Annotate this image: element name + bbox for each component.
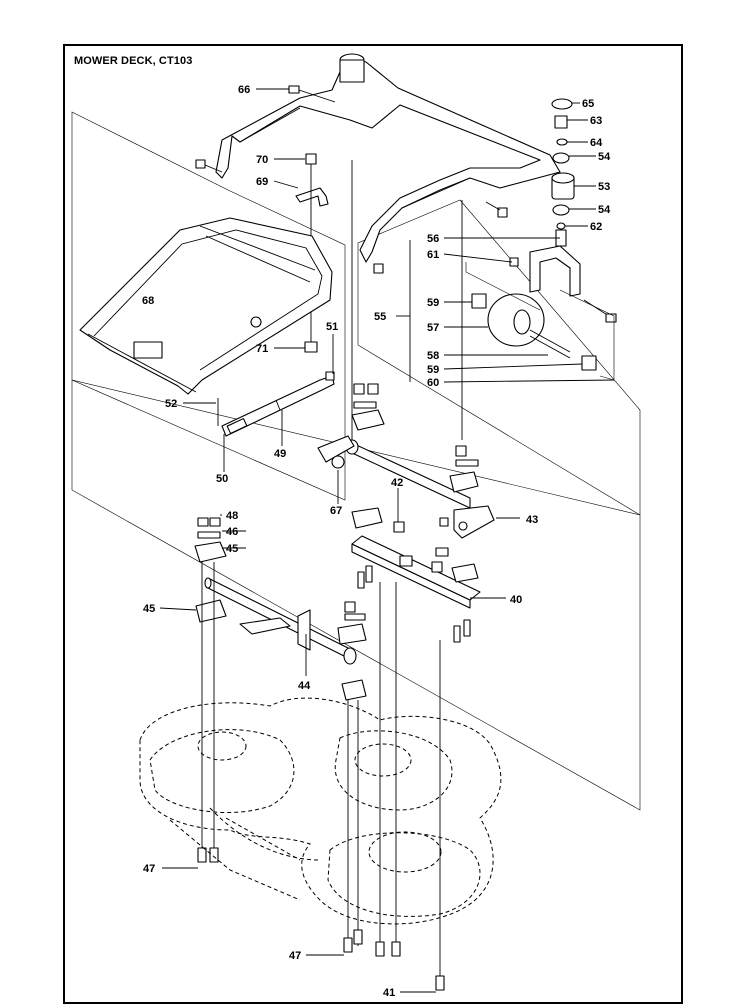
callout-42: 42 <box>391 477 403 489</box>
mower-deck-dashed <box>139 697 502 925</box>
callout-57: 57 <box>427 322 439 334</box>
callout-58: 58 <box>427 350 439 362</box>
callout-63: 63 <box>590 115 602 127</box>
leader-lines <box>159 88 615 993</box>
callout-48: 48 <box>226 510 238 522</box>
callout-54-upper: 54 <box>598 151 611 163</box>
mounting-bolts <box>197 160 471 991</box>
callout-49: 49 <box>274 448 286 460</box>
callout-47-bottom: 47 <box>289 950 301 962</box>
callout-61: 61 <box>427 249 439 261</box>
gauge-wheel-assembly <box>465 98 617 381</box>
callout-68: 68 <box>142 295 154 307</box>
callout-65: 65 <box>582 98 594 110</box>
callout-70: 70 <box>256 154 268 166</box>
callout-45-lower: 45 <box>143 603 155 615</box>
front-axle-44 <box>204 577 357 665</box>
callout-43: 43 <box>526 514 538 526</box>
bolt-66-icon <box>288 85 336 103</box>
callout-52: 52 <box>165 398 177 410</box>
callout-69: 69 <box>256 176 268 188</box>
deck-frame-68 <box>79 217 333 395</box>
callout-53: 53 <box>598 181 610 193</box>
callout-60: 60 <box>427 377 439 389</box>
diagram-title: MOWER DECK, CT103 <box>74 55 193 67</box>
callout-67: 67 <box>330 505 342 517</box>
pivot-blocks <box>194 383 479 701</box>
callout-51: 51 <box>326 321 338 333</box>
bolt-left-arm-icon <box>195 159 223 173</box>
callout-56: 56 <box>427 233 439 245</box>
callout-64: 64 <box>590 137 603 149</box>
callout-40: 40 <box>510 594 522 606</box>
right-assembly-plane <box>357 199 641 516</box>
callout-44: 44 <box>298 680 311 692</box>
callout-59-upper: 59 <box>427 297 439 309</box>
bolt-right-arm-icon <box>373 201 508 274</box>
diagram-frame <box>63 44 683 1004</box>
rear-axle-43 <box>317 435 495 539</box>
callout-41: 41 <box>383 987 395 999</box>
callout-labels: 66 70 69 68 71 51 52 49 50 67 42 43 48 4… <box>142 84 611 999</box>
callout-50: 50 <box>216 473 228 485</box>
callout-45-upper: 45 <box>226 543 238 555</box>
adjust-rod-49 <box>217 371 335 437</box>
callout-55: 55 <box>374 311 386 323</box>
bracket-40 <box>351 535 481 609</box>
callout-62: 62 <box>590 221 602 233</box>
callout-46: 46 <box>226 526 238 538</box>
callout-54-lower: 54 <box>598 204 611 216</box>
left-lower-plane <box>71 379 641 811</box>
callout-71: 71 <box>256 343 268 355</box>
callout-47-left: 47 <box>143 863 155 875</box>
callout-59-lower: 59 <box>427 364 439 376</box>
left-assembly-plane <box>71 111 346 501</box>
lift-arm-assembly <box>215 53 561 263</box>
callout-66: 66 <box>238 84 250 96</box>
